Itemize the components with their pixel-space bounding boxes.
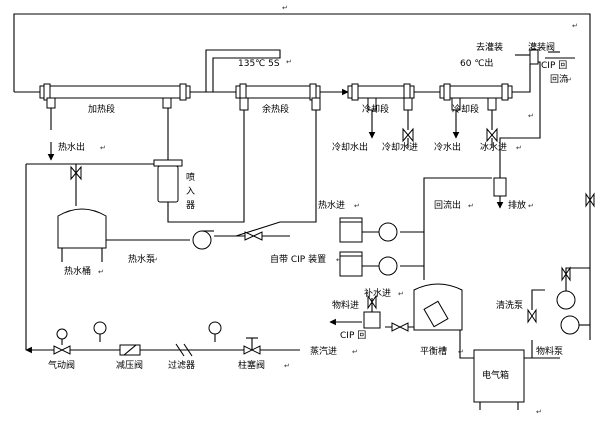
label-cooling-water-out-1: 冷却水出 [332,141,368,153]
label-hot-water-in: 热水进 [318,199,345,211]
cip-device [339,217,398,277]
label-drain: 排放 [508,199,526,211]
return-mark: ↵ [572,22,578,30]
return-mark: ↵ [528,112,534,120]
labels: 加热段 135℃ 5S 余热段 冷却段 冷却段 去灌装 灌装阀 60 ℃出 CI… [48,41,568,381]
label-residual-heat-section: 余热段 [262,103,289,115]
material-pump [560,315,580,335]
return-mark: ↵ [398,290,404,298]
return-mark: ↵ [528,202,534,210]
label-hot-water-pump: 热水泵 [128,253,155,265]
label-self-cip-device: 自带 CIP 装置 [270,253,326,265]
hot-water-pump [192,230,214,250]
cooling-exchanger-1 [347,83,415,111]
filling-valve-body [529,49,539,65]
injector [153,159,183,206]
label-steam-in: 蒸汽进 [310,345,337,357]
drain-device [493,177,507,197]
label-cooling-water-in: 冷却水进 [382,141,418,153]
return-mark: ↵ [282,4,288,12]
return-mark: ↵ [336,256,342,264]
label-cip-return-bottom: CIP 回 [340,330,366,341]
return-mark: ↵ [352,348,358,356]
label-pressure-reducing-valve: 减压阀 [116,359,143,371]
return-mark: ↵ [536,408,542,416]
label-cold-water-out: 冷水出 [434,141,461,153]
label-material-in: 物料进 [332,299,359,311]
heating-exchanger [39,83,191,109]
valves [53,127,595,357]
label-balance-tank: 平衡槽 [420,345,447,357]
label-heating-section: 加热段 [88,103,115,115]
cooling-exchanger-2 [439,83,513,111]
label-pneumatic-valve: 气动阀 [48,359,75,371]
label-return-outlet: 回流出 [434,199,461,211]
label-hot-water-tank: 热水桶 [64,265,91,277]
return-mark: ↵ [516,144,522,152]
cleaning-pump [556,290,576,310]
label-cip-return-top: CIP 回 [541,60,567,71]
return-mark: ↵ [354,202,360,210]
return-mark: ↵ [286,58,292,66]
label-cooling-section-1: 冷却段 [362,103,389,115]
label-temp-60: 60 ℃出 [460,57,493,69]
label-cooling-section-2: 冷却段 [452,103,479,115]
pressure-gauge-1 [93,321,107,335]
label-return-flow: 回流 [550,73,568,85]
label-filter: 过滤器 [168,359,195,371]
material-input-device [363,311,381,329]
label-electrical-box: 电气箱 [482,369,509,381]
label-material-pump: 物料泵 [536,345,563,357]
label-temp-135: 135℃ 5S [238,59,280,69]
return-marks: ↵ ↵ ↵ ↵ ↵ ↵ ↵ ↵ ↵ ↵ ↵ ↵ ↵ ↵ ↵ ↵ ↵ ↵ [98,4,578,416]
return-mark: ↵ [152,256,158,264]
piping [13,13,591,359]
label-hot-water-out: 热水出 [58,141,85,153]
electrical-box [473,349,525,410]
balance-tank [413,283,463,331]
return-mark: ↵ [284,362,290,370]
return-mark: ↵ [566,76,572,84]
pressure-gauge-2 [208,321,222,335]
label-plunger-valve: 柱塞阀 [238,359,265,371]
label-injection-2: 入 [186,186,195,197]
label-filling-valve: 灌装阀 [528,41,555,53]
hot-water-tank [57,208,107,262]
return-mark: ↵ [98,268,104,276]
residual-heat-exchanger [235,83,321,111]
return-mark: ↵ [458,348,464,356]
return-mark: ↵ [100,144,106,152]
label-injection-1: 喷 [186,172,195,183]
label-makeup-water-in: 补水进 [364,287,391,299]
return-mark: ↵ [468,202,474,210]
label-to-filling: 去灌装 [476,41,503,53]
label-injection-3: 器 [186,200,195,211]
label-cleaning-pump: 清洗泵 [496,299,523,311]
label-ice-water-in: 冰水进 [480,141,507,153]
